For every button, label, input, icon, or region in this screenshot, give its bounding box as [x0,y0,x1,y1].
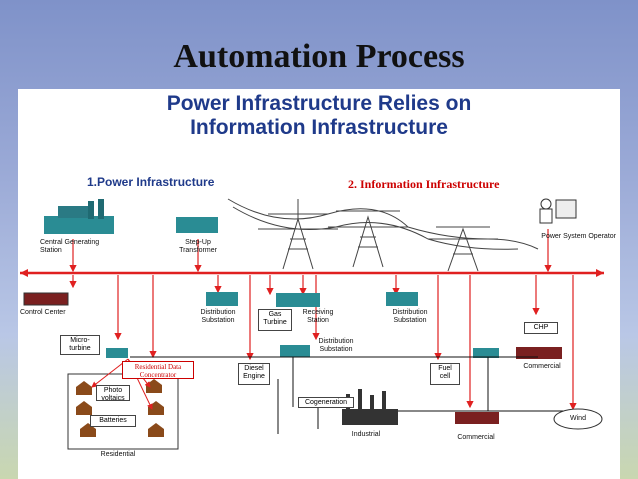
label-industrial: Industrial [351,431,381,438]
commercial-bottom-icon [455,412,499,424]
label-commercial-right: Commercial [523,363,561,370]
batteries-box: Batteries [90,415,136,427]
commercial-right-icon [516,347,562,359]
heading-line-2: Information Infrastructure [190,116,448,139]
gas-turbine-box: Gas Turbine [258,309,292,331]
label-dist-sub-left: Distribution Substation [200,309,236,324]
residential-concentrator-icon [106,348,128,358]
chp-box: CHP [524,322,558,334]
diesel-engine-box: Diesel Engine [238,363,270,385]
receiving-station-icon [276,293,320,307]
control-center-icon [23,292,69,306]
step-up-transformer-icon [176,217,218,233]
heading-line-1: Power Infrastructure Relies on [166,92,472,115]
section-information: 2. Information Infrastructure [348,177,500,191]
fuel-cell-substation-icon [473,348,499,358]
slide-title: Automation Process [173,38,465,75]
diagram-panel: Power Infrastructure Relies on Informati… [18,89,620,479]
cogeneration-box: Cogeneration [298,397,354,408]
distribution-substation-left-icon [206,292,238,306]
generating-station-icon [44,199,114,234]
micro-turbine-box: Micro-turbine [60,335,100,355]
label-commercial-bottom: Commercial [457,434,495,441]
infrastructure-diagram [20,198,604,450]
fuel-cell-box: Fuel cell [430,363,460,385]
label-dist-sub-center: Distribution Substation [318,338,354,353]
label-receiving: Receiving Station [302,309,334,324]
operator-icon [539,198,577,224]
residential-concentrator-box: Residential Data Concentrator [122,361,194,379]
label-control-center: Control Center [20,309,66,316]
photovoltaics-box: Photo voltaics [96,385,130,402]
distribution-substation-center-icon [280,345,310,357]
house-icons [76,379,164,437]
label-operator: Power System Operator [541,233,616,240]
transmission-towers [227,198,539,272]
distribution-substation-right-icon [386,292,418,306]
section-power: 1.Power Infrastructure [87,175,215,189]
label-wind: Wind [570,415,586,422]
wind-icon [553,408,603,430]
label-step-up: Step-Up Transformer [179,239,217,254]
label-central-station: Central Generating Station [40,239,100,254]
label-dist-sub-right: Distribution Substation [392,309,428,324]
label-residential: Residential [100,451,136,458]
